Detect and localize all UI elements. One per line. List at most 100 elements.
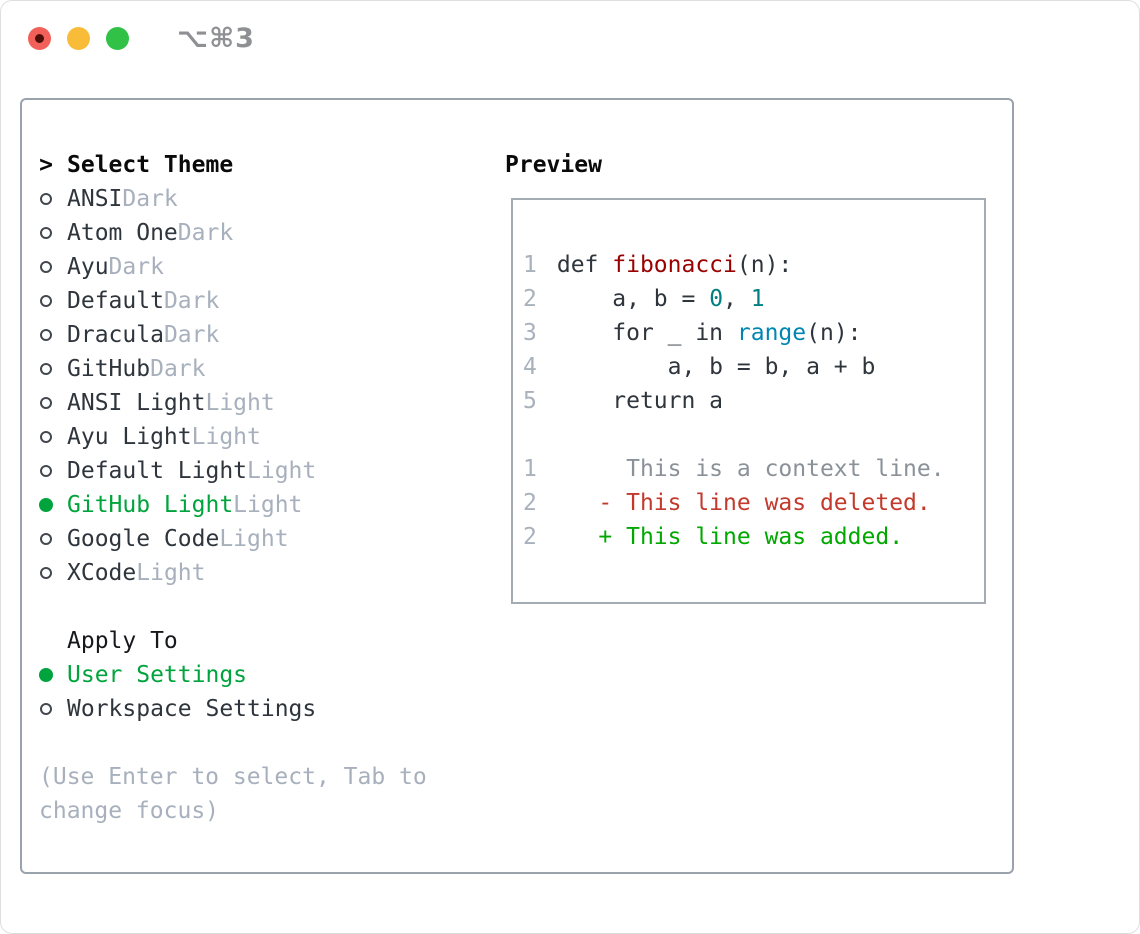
code-line: 4 a, b = b, a + b (523, 350, 984, 384)
radio-marker (39, 498, 53, 512)
apply-option-workspace-settings[interactable]: Workspace Settings (39, 692, 505, 726)
radio-marker (39, 533, 53, 545)
radio-marker (39, 465, 53, 477)
theme-option-ayu[interactable]: Ayu Dark (39, 250, 505, 284)
select-theme-header: > Select Theme (39, 148, 505, 182)
radio-unselected-icon (40, 261, 52, 273)
theme-option-ansi[interactable]: ANSI Dark (39, 182, 505, 216)
theme-option-default-light[interactable]: Default Light Light (39, 454, 505, 488)
theme-variant-tag: Dark (150, 356, 206, 382)
window-title: ⌥⌘3 (177, 22, 255, 54)
code-line: 1 def fibonacci(n): (523, 248, 984, 282)
titlebar: ⌥⌘3 (1, 1, 1139, 75)
line-number: 1 (523, 456, 537, 482)
radio-marker (39, 567, 53, 579)
option-label: Default Light (67, 458, 248, 484)
diff-text: - This line was deleted. (556, 490, 931, 516)
theme-option-ansi-light[interactable]: ANSI Light Light (39, 386, 505, 420)
theme-option-dracula[interactable]: Dracula Dark (39, 318, 505, 352)
option-label: ANSI Light (67, 390, 206, 416)
radio-unselected-icon (40, 295, 52, 307)
line-number: 5 (523, 388, 537, 414)
theme-option-xcode[interactable]: XCode Light (39, 556, 505, 590)
diff-text: + This line was added. (556, 524, 904, 550)
radio-marker (39, 397, 53, 409)
zoom-button[interactable] (106, 26, 129, 50)
radio-marker (39, 261, 53, 273)
code-line: 3 for _ in range(n): (523, 316, 984, 350)
theme-variant-tag: Light (191, 424, 261, 450)
radio-marker (39, 431, 53, 443)
theme-variant-tag: Dark (163, 288, 220, 314)
code-text: return a (556, 388, 724, 414)
diff-sample: 1 This is a context line.2 - This line w… (523, 452, 984, 554)
radio-unselected-icon (40, 397, 52, 409)
theme-variant-tag: Dark (122, 186, 178, 212)
option-label: ANSI (67, 186, 123, 212)
option-label: Google Code (67, 526, 220, 552)
theme-option-atom-one[interactable]: Atom One Dark (39, 216, 505, 250)
radio-unselected-icon (40, 431, 52, 443)
theme-variant-tag: Dark (177, 220, 234, 246)
theme-option-github[interactable]: GitHub Dark (39, 352, 505, 386)
radio-unselected-icon (40, 329, 52, 341)
theme-option-github-light[interactable]: GitHub Light Light (39, 488, 505, 522)
line-number: 3 (523, 320, 537, 346)
line-number: 2 (523, 524, 537, 550)
radio-unselected-icon (40, 703, 52, 715)
code-text: for _ in range(n): (556, 320, 862, 346)
option-label: Ayu (67, 254, 109, 280)
theme-option-google-code[interactable]: Google Code Light (39, 522, 505, 556)
theme-variant-tag: Light (247, 458, 317, 484)
theme-option-ayu-light[interactable]: Ayu Light Light (39, 420, 505, 454)
option-label: Workspace Settings (67, 696, 317, 722)
code-text: def fibonacci(n): (556, 252, 793, 278)
theme-variant-tag: Light (233, 492, 303, 518)
radio-marker (39, 295, 53, 307)
code-text: a, b = b, a + b (556, 354, 876, 380)
theme-variant-tag: Light (205, 390, 275, 416)
theme-variant-tag: Light (219, 526, 289, 552)
code-line: 2 a, b = 0, 1 (523, 282, 984, 316)
radio-selected-icon (39, 668, 53, 682)
help-text: (Use Enter to select, Tab to change focu… (39, 764, 427, 824)
apply-option-user-settings[interactable]: User Settings (39, 658, 505, 692)
apply-to-header: Apply To (39, 624, 505, 658)
diff-line-added: 2 + This line was added. (523, 520, 984, 554)
radio-unselected-icon (40, 193, 52, 205)
radio-unselected-icon (40, 533, 52, 545)
line-number: 4 (523, 354, 537, 380)
selection-caret-icon: > (39, 152, 53, 178)
theme-variant-tag: Light (136, 560, 206, 586)
option-label: Atom One (67, 220, 178, 246)
option-label: Dracula (67, 322, 164, 348)
diff-line-deleted: 2 - This line was deleted. (523, 486, 984, 520)
option-label: Ayu Light (67, 424, 192, 450)
minimize-button[interactable] (67, 26, 90, 50)
option-label: GitHub Light (67, 492, 234, 518)
close-button[interactable] (28, 26, 51, 50)
line-number: 2 (523, 490, 537, 516)
theme-variant-tag: Dark (163, 322, 220, 348)
apply-to-title: Apply To (67, 628, 178, 654)
radio-marker (39, 227, 53, 239)
radio-marker (39, 363, 53, 375)
radio-unselected-icon (40, 567, 52, 579)
option-label: XCode (67, 560, 137, 586)
radio-marker (39, 329, 53, 341)
code-line: 5 return a (523, 384, 984, 418)
select-theme-title: Select Theme (67, 152, 234, 178)
radio-unselected-icon (40, 227, 52, 239)
line-number: 1 (523, 252, 537, 278)
diff-line-context: 1 This is a context line. (523, 452, 984, 486)
theme-variant-tag: Dark (108, 254, 164, 280)
theme-option-default[interactable]: Default Dark (39, 284, 505, 318)
radio-marker (39, 193, 53, 205)
